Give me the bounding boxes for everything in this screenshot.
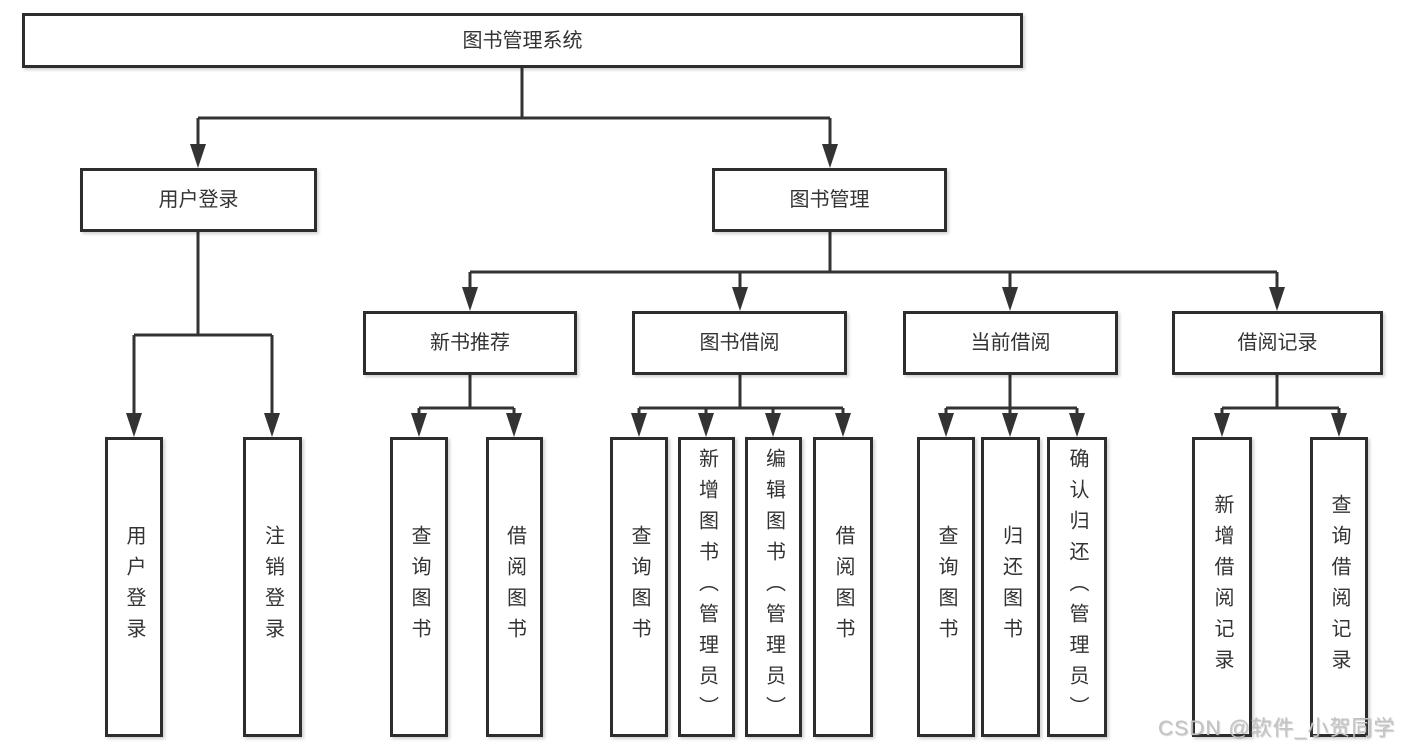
leaf-logout: 注销登录: [243, 437, 302, 737]
leaf-borrow-books-recommend: 借阅图书: [486, 437, 543, 737]
leaf-label: 查询图书: [628, 525, 650, 649]
leaf-label: 归还图书: [999, 525, 1022, 649]
node-borrow-records: 借阅记录: [1172, 311, 1383, 375]
node-new-book-recommend: 新书推荐: [363, 311, 577, 375]
leaf-query-books-recommend: 查询图书: [390, 437, 448, 737]
csdn-watermark: CSDN @软件_小贺同学: [1158, 717, 1396, 740]
leaf-borrow-books: 借阅图书: [813, 437, 873, 737]
leaf-label: 新增图书（管理员）: [695, 447, 718, 727]
leaf-label: 注销登录: [261, 525, 284, 649]
leaf-return-books: 归还图书: [981, 437, 1040, 737]
arrowheads: [126, 144, 1347, 437]
leaf-label: 借阅图书: [832, 525, 854, 649]
leaf-add-borrow-record: 新增借阅记录: [1192, 437, 1252, 737]
leaf-label: 查询图书: [408, 525, 430, 649]
leaf-label: 确认归还（管理员）: [1066, 447, 1088, 727]
leaf-label: 借阅图书: [503, 525, 526, 649]
leaf-label: 编辑图书（管理员）: [762, 447, 785, 727]
node-book-management: 图书管理: [712, 168, 947, 232]
leaf-confirm-return-admin: 确认归还（管理员）: [1047, 437, 1107, 737]
leaf-query-books-borrow: 查询图书: [610, 437, 668, 737]
node-current-borrow: 当前借阅: [903, 311, 1118, 375]
leaf-label: 查询图书: [935, 525, 957, 649]
leaf-add-books-admin: 新增图书（管理员）: [678, 437, 735, 737]
leaf-query-books-current: 查询图书: [917, 437, 975, 737]
leaf-edit-books-admin: 编辑图书（管理员）: [745, 437, 802, 737]
node-book-borrow: 图书借阅: [632, 311, 847, 375]
leaf-label: 查询借阅记录: [1328, 494, 1350, 680]
node-library-system: 图书管理系统: [22, 13, 1023, 68]
leaf-user-login: 用户登录: [105, 437, 163, 737]
leaf-label: 用户登录: [123, 525, 145, 649]
leaf-query-borrow-record: 查询借阅记录: [1310, 437, 1368, 737]
node-user-login: 用户登录: [80, 168, 317, 232]
leaf-label: 新增借阅记录: [1211, 494, 1233, 680]
